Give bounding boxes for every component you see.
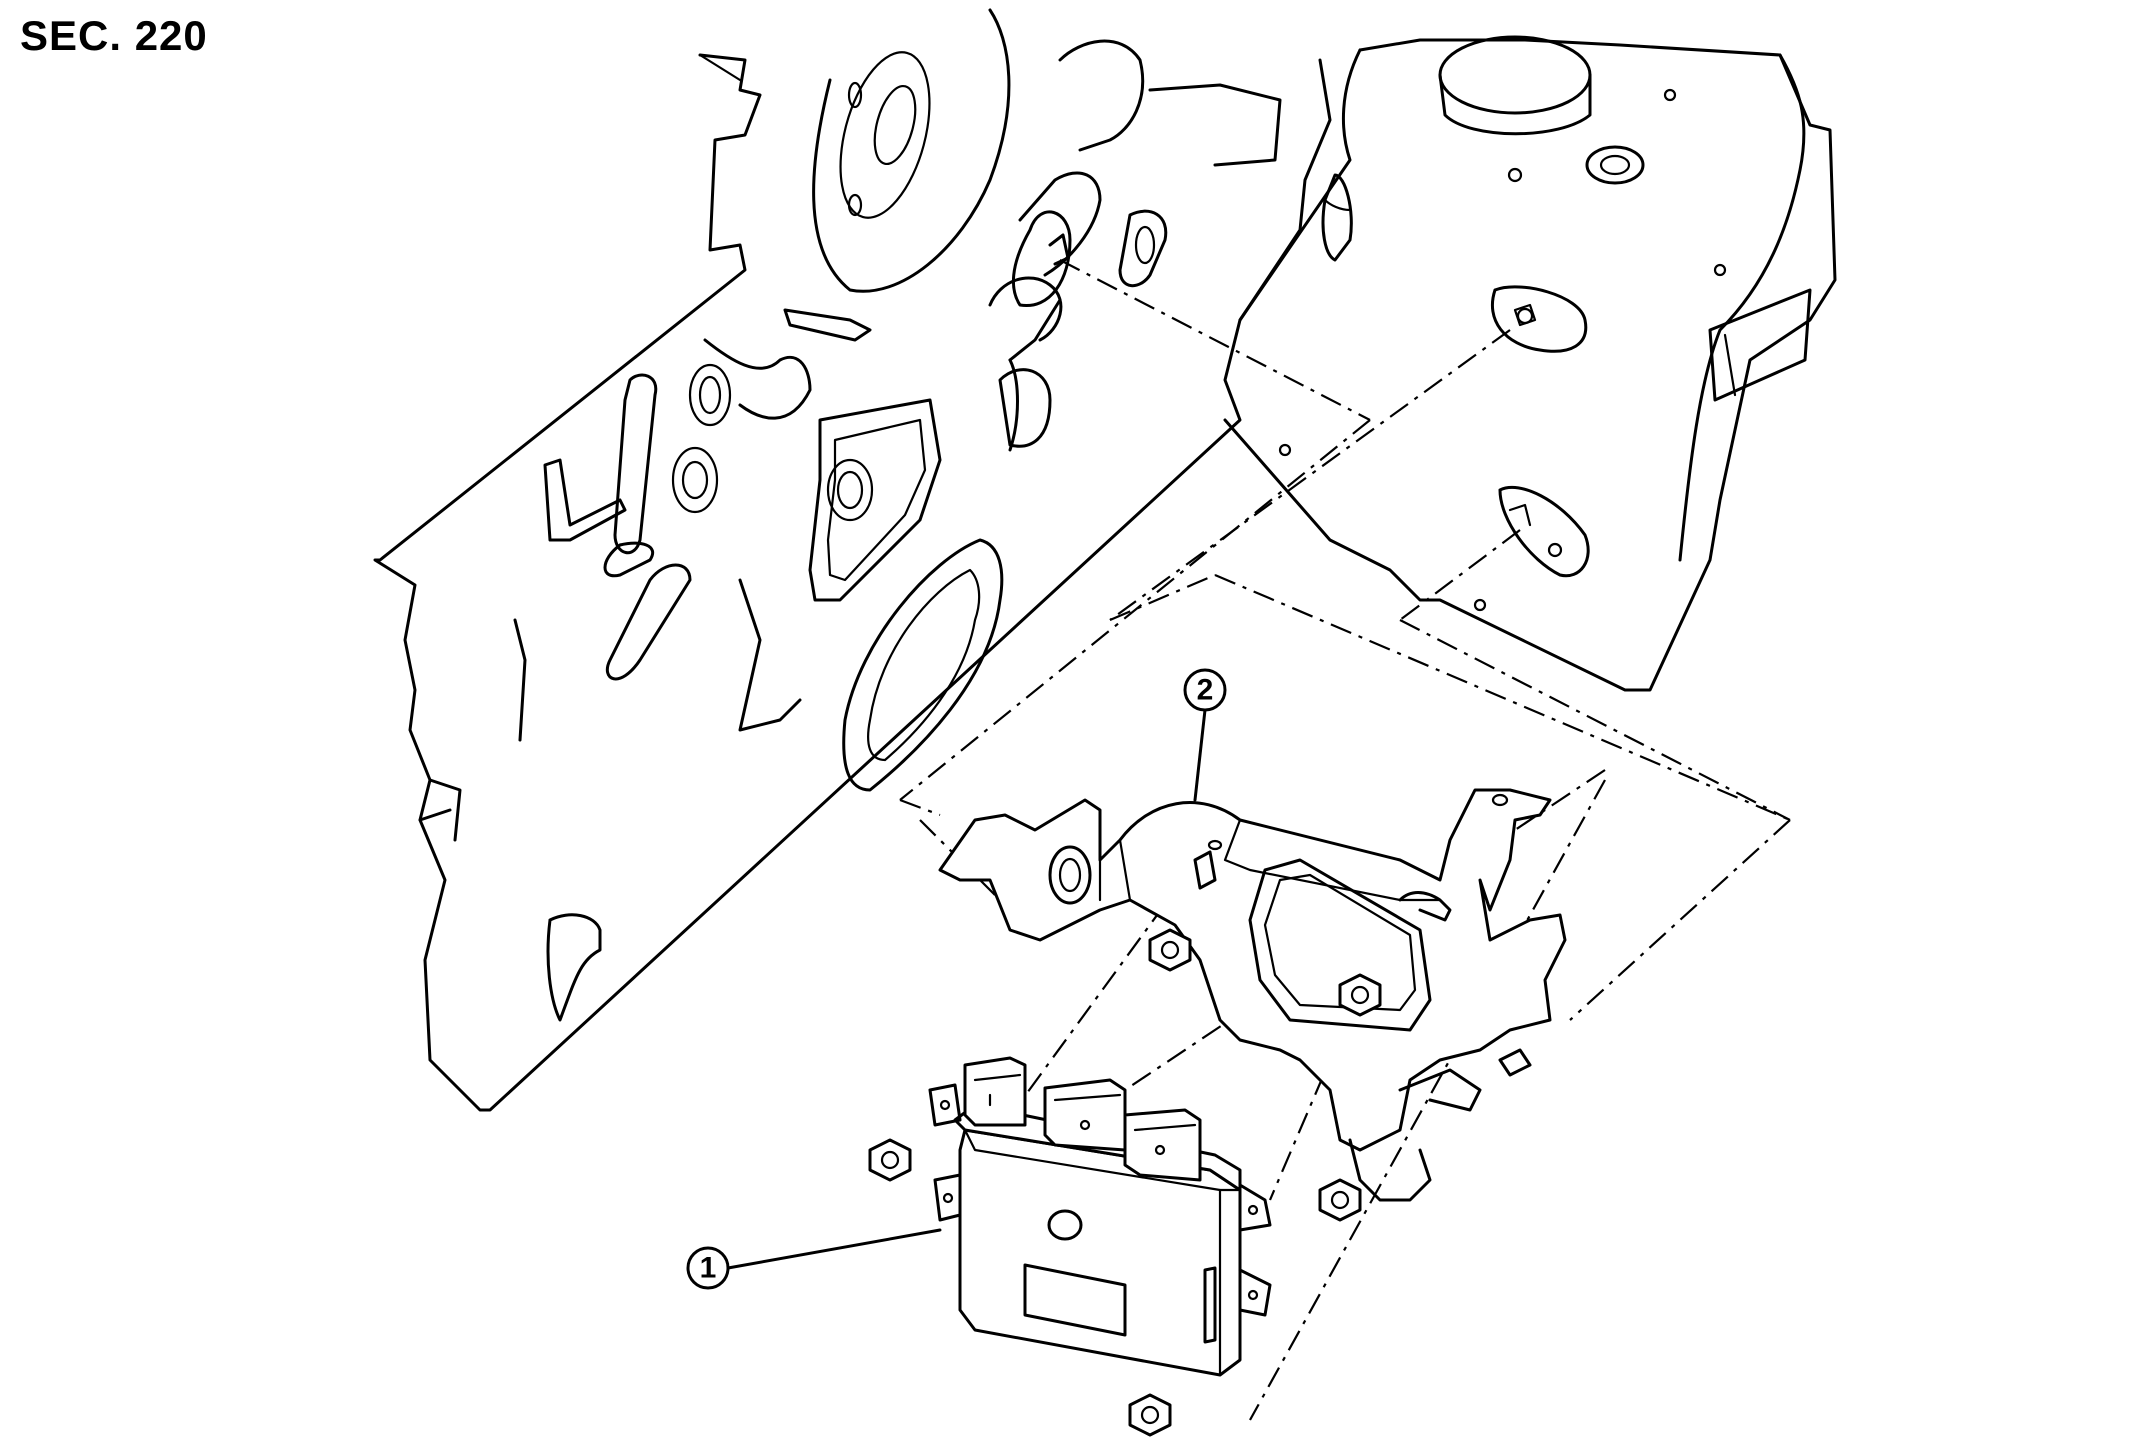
- ecm-module: [928, 1056, 1272, 1377]
- nut-left: [868, 1138, 912, 1182]
- section-label: SEC. 220: [20, 12, 208, 59]
- callout-2-number: 2: [1197, 674, 1214, 707]
- nut-right: [1318, 1178, 1362, 1222]
- nut-upper-left: [1148, 928, 1192, 972]
- ecm-bracket: [938, 788, 1567, 1202]
- nut-upper-mid: [1338, 973, 1382, 1017]
- nut-bottom: [1128, 1393, 1172, 1437]
- callout-2: 2: [1183, 668, 1227, 802]
- strut-tower: [1223, 35, 1837, 692]
- callout-1: 1: [686, 1228, 942, 1290]
- firewall-panel: [373, 8, 1332, 1112]
- callout-1-number: 1: [700, 1252, 717, 1285]
